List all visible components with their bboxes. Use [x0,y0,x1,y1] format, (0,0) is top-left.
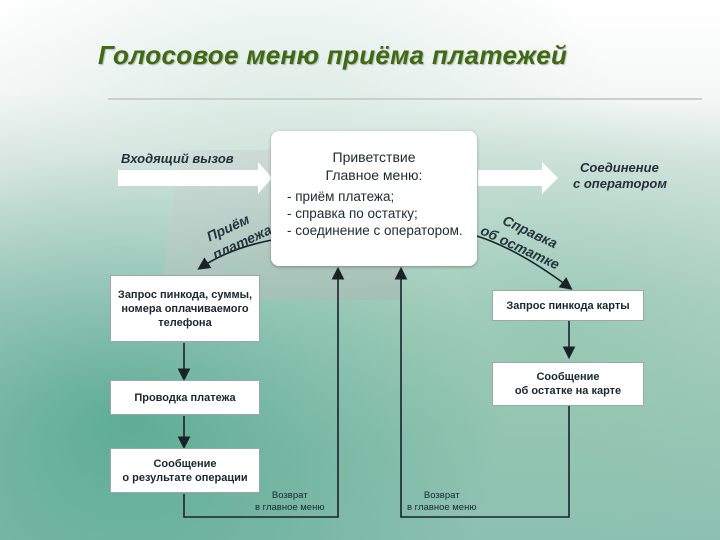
left-return-label-line2: в главное меню [255,502,325,513]
left-step-request-line: номера оплачиваемого [121,302,249,315]
right-step-balance-box: Сообщение об остатке на карте [492,362,644,406]
right-step-balance-line: Сообщение [536,371,600,383]
left-return-label-line1: Возврат [271,490,308,501]
page-title: Голосовое меню приёма платежей [98,40,568,70]
left-step-result-line: о результате операции [122,471,248,484]
main-menu-box: Приветствие Главное меню: - приём платеж… [271,131,477,266]
menu-item-payment: - приём платежа; [287,189,395,204]
left-step-processing-box: Проводка платежа [110,380,260,415]
left-step-request-line: телефона [158,316,212,329]
menu-item-balance: - справка по остатку; [287,206,418,221]
balance-branch-arrow [476,235,573,290]
right-step-balance-line: об остатке на карте [514,385,622,397]
left-step-request-box: Запрос пинкода, суммы, номера оплачиваем… [110,275,260,342]
greeting-text: Приветствие [332,149,416,165]
incoming-call-label: Входящий вызов [121,151,234,166]
payment-branch-arrow [197,239,273,270]
operator-arrow [478,162,558,194]
right-step-pin-box: Запрос пинкода карты [492,290,644,321]
left-step-result-line: Сообщение [153,457,217,470]
right-return-label-line2: в главное меню [407,502,477,513]
menu-item-operator: - соединение с оператором. [287,223,463,238]
left-step-result-box: Сообщение о результате операции [110,448,260,493]
right-return-label: Возврат в главное меню [407,490,476,514]
right-step-pin-line: Запрос пинкода карты [506,299,630,312]
left-return-label: Возврат в главное меню [255,490,324,514]
right-return-label-line1: Возврат [423,490,460,501]
left-step-processing-line: Проводка платежа [134,391,236,404]
incoming-arrow [118,162,272,194]
title-divider [108,98,702,100]
main-menu-text: Главное меню: [325,167,423,183]
left-return-line [183,266,345,518]
right-return-line [394,266,570,518]
left-step-request-line: Запрос пинкода, суммы, [117,288,253,301]
operator-connection-label-line2: с оператором [573,176,667,191]
operator-connection-label-line1: Соединение [580,160,659,175]
